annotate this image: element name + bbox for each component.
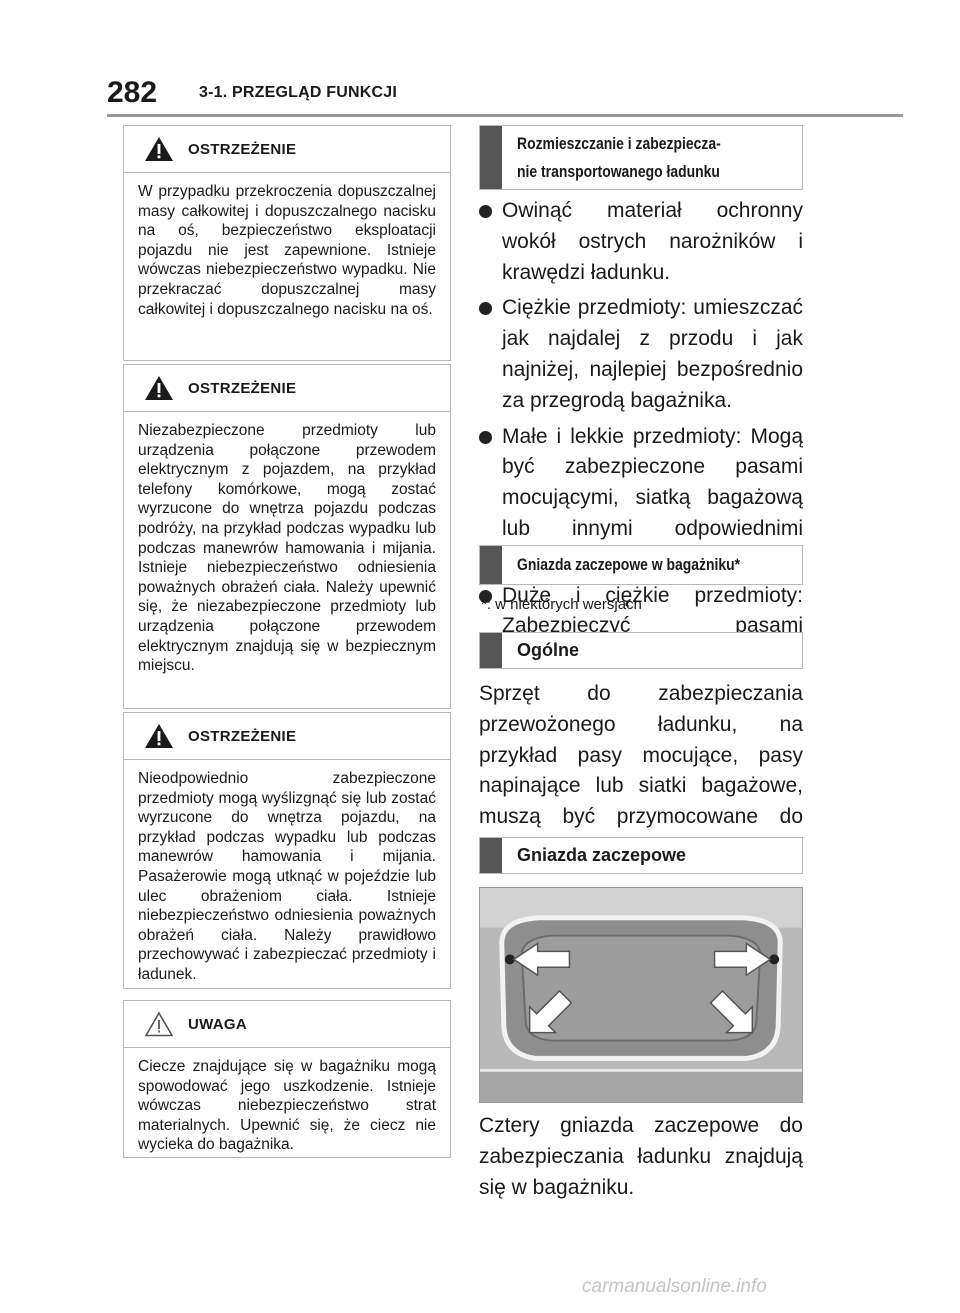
- section-title: 3-1. PRZEGLĄD FUNKCJI: [199, 84, 397, 101]
- list-item: Owinąć materiał ochronny wokół ostrych n…: [479, 196, 803, 288]
- warning-text: W przypadku przekroczenia dopuszczalnej …: [138, 183, 436, 318]
- heading-line-2: nie transportowanego ładunku: [517, 161, 720, 181]
- heading-text: Gniazda zaczepowe w bagażniku*: [517, 546, 789, 584]
- warning-header: OSTRZEŻENIE: [124, 365, 450, 412]
- paragraph-tie-downs: Cztery gniazda zaczepowe do zabezpieczan…: [479, 1114, 803, 1199]
- watermark-text: carmanualsonline.info: [582, 1276, 767, 1297]
- bullet-list: Owinąć materiał ochronny wokół ostrych n…: [479, 196, 803, 678]
- bullet-dot-icon: [479, 205, 492, 218]
- warning-triangle-icon: [145, 137, 173, 161]
- heading-text: Rozmieszczanie i zabezpiecza- nie transp…: [517, 126, 765, 189]
- heading-bar: [480, 633, 502, 668]
- warning-title: OSTRZEŻENIE: [188, 140, 297, 158]
- page-number: 282: [107, 76, 158, 109]
- warning-triangle-icon: [145, 724, 173, 748]
- heading-tie-downs-trunk: Gniazda zaczepowe w bagażniku*: [479, 545, 803, 585]
- warning-triangle-icon: [145, 376, 173, 400]
- heading-bar: [480, 838, 502, 873]
- heading-general: Ogólne: [479, 632, 803, 669]
- heading-text: Gniazda zaczepowe: [517, 845, 687, 865]
- warning-header: OSTRZEŻENIE: [124, 713, 450, 760]
- bullet-dot-icon: [479, 589, 492, 603]
- warning-box-3: OSTRZEŻENIE Nieodpowiednio zabezpieczone…: [123, 712, 451, 989]
- warning-box-2: OSTRZEŻENIE Niezabezpieczone przedmioty …: [123, 364, 451, 709]
- bullet-dot-icon: [479, 302, 492, 316]
- heading-text: Ogólne: [517, 640, 579, 660]
- warning-header: OSTRZEŻENIE: [124, 126, 450, 173]
- heading-line-1: Rozmieszczanie i zabezpiecza-: [517, 133, 721, 153]
- header-rule: [107, 114, 903, 117]
- list-item-text: Ciężkie przedmioty: umieszczać jak najda…: [502, 296, 803, 412]
- notice-header: UWAGA: [124, 1001, 450, 1048]
- warning-box-1: OSTRZEŻENIE W przypadku przekroczenia do…: [123, 125, 451, 361]
- warning-text: Niezabezpieczone przedmioty lub urządzen…: [138, 422, 436, 675]
- list-item-text: Owinąć materiał ochronny wokół ostrych n…: [502, 199, 803, 284]
- notice-title: UWAGA: [188, 1015, 247, 1033]
- heading-bar: [480, 546, 502, 584]
- list-item: Ciężkie przedmioty: umieszczać jak najda…: [479, 293, 803, 416]
- warning-text: Nieodpowiednio zabezpieczone przedmioty …: [138, 770, 436, 983]
- trunk-illustration: [480, 888, 802, 1102]
- bullet-dot-icon: [479, 430, 492, 444]
- heading-bar: [480, 126, 502, 189]
- warning-title: OSTRZEŻENIE: [188, 379, 297, 397]
- warning-title: OSTRZEŻENIE: [188, 727, 297, 745]
- footnote: *: w niektórych wersjach: [481, 596, 642, 613]
- heading-load-securing: Rozmieszczanie i zabezpiecza- nie transp…: [479, 125, 803, 190]
- trunk-photo: [479, 887, 803, 1103]
- notice-text: Ciecze znajdujące się w bagażniku mogą s…: [138, 1058, 436, 1154]
- heading-label: Gniazda zaczepowe w bagażniku*: [517, 555, 741, 574]
- notice-box: UWAGA Ciecze znajdujące się w bagażniku …: [123, 1000, 451, 1158]
- notice-triangle-icon: [144, 1011, 174, 1037]
- heading-tie-downs: Gniazda zaczepowe: [479, 837, 803, 874]
